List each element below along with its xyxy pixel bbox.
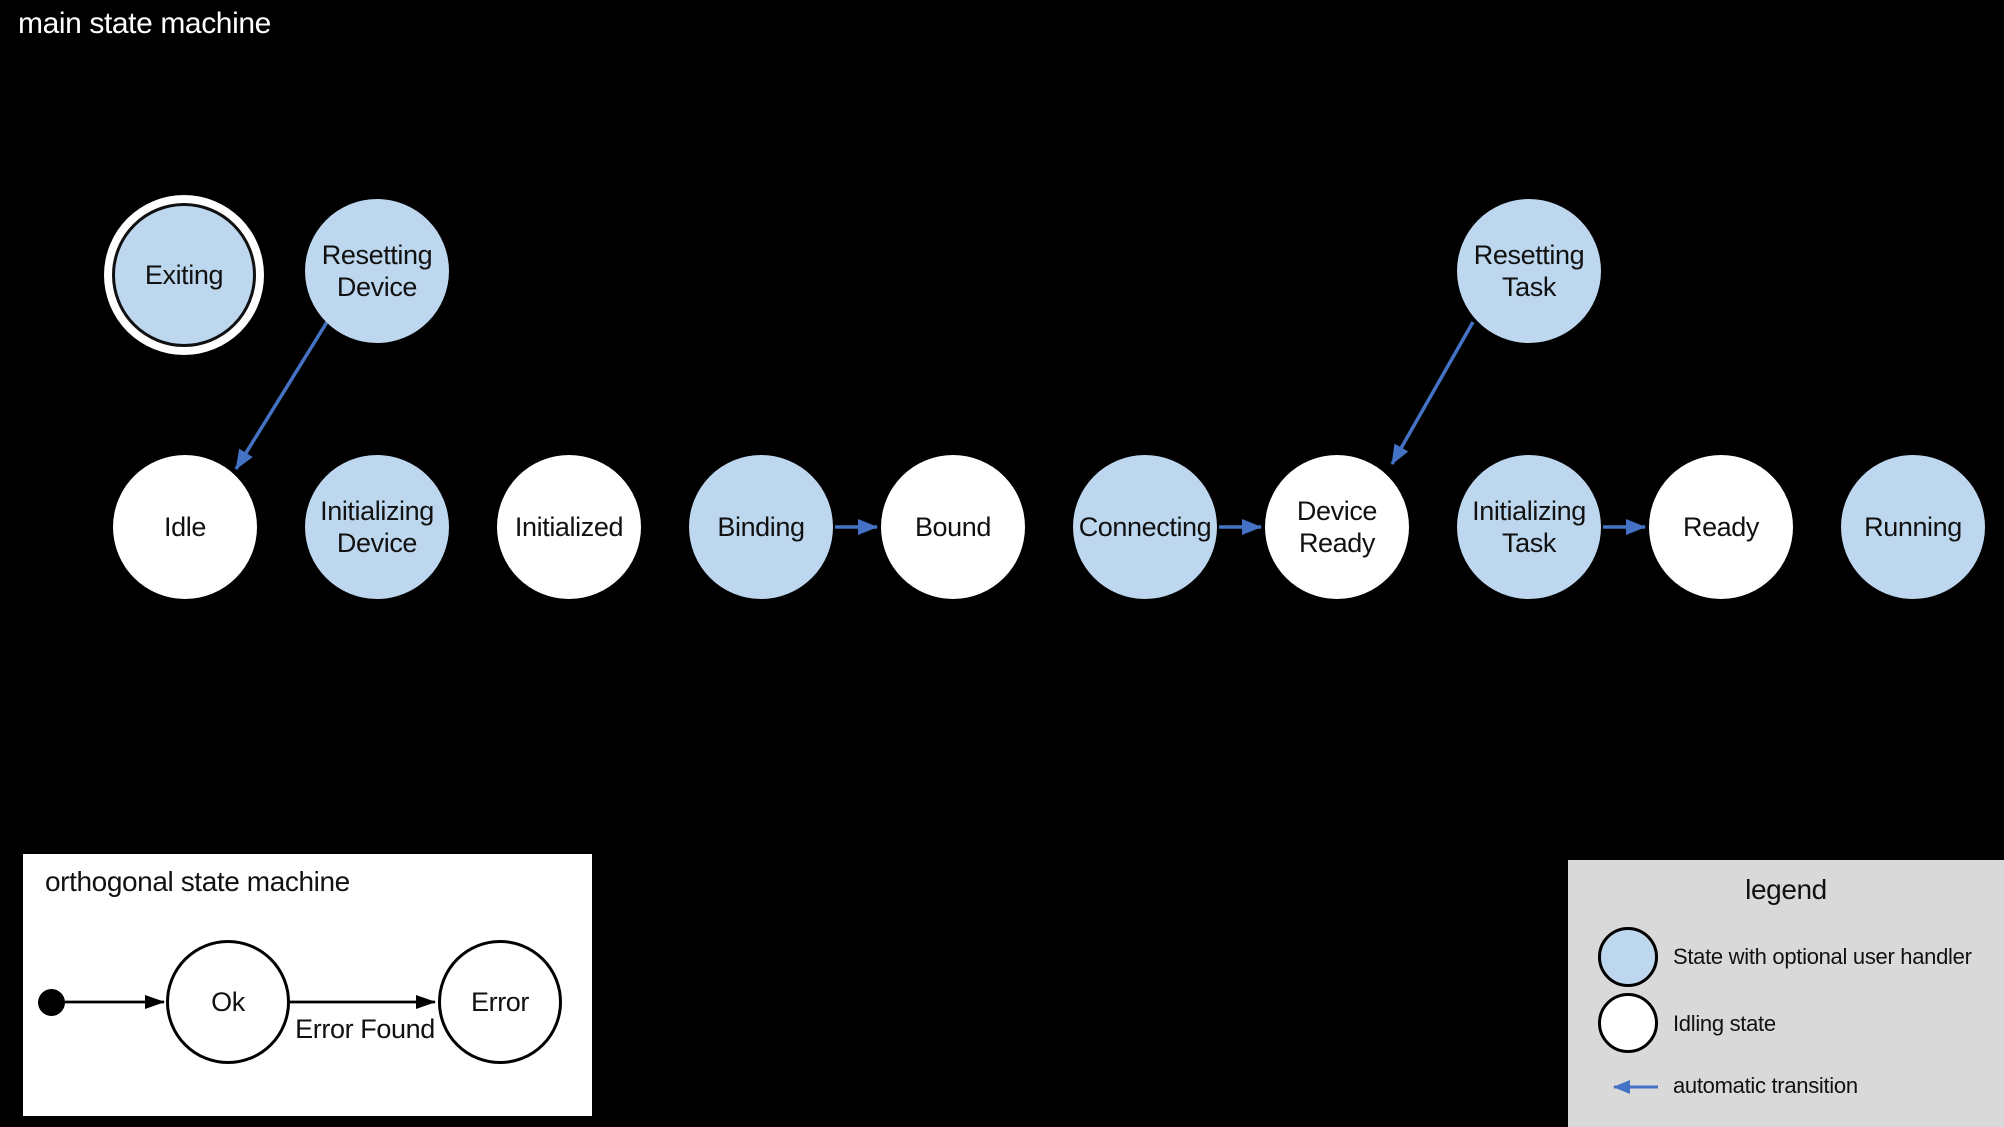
state-bound: Bound — [881, 455, 1025, 599]
legend-auto-transition-arrow-icon — [1613, 1080, 1658, 1094]
legend-idling-state-label: Idling state — [1673, 1011, 1776, 1036]
state-error: Error — [438, 940, 562, 1064]
state-resetting-device: Resetting Device — [305, 199, 449, 343]
legend-idling-state-swatch — [1598, 993, 1658, 1053]
main-title: main state machine — [18, 7, 271, 40]
state-initializing-task: Initializing Task — [1457, 455, 1601, 599]
state-idle: Idle — [113, 455, 257, 599]
arrow-resetting-device-to-idle — [234, 321, 329, 470]
state-binding: Binding — [689, 455, 833, 599]
state-initializing-device: Initializing Device — [305, 455, 449, 599]
state-resetting-task: Resetting Task — [1457, 199, 1601, 343]
legend-handler-state-label: State with optional user handler — [1673, 944, 1972, 969]
state-exiting-final-ring: Exiting — [104, 195, 264, 355]
legend-auto-transition-label: automatic transition — [1673, 1073, 1858, 1098]
legend-panel: legend State with optional user handler … — [1568, 860, 2004, 1127]
state-exiting: Exiting — [112, 203, 256, 347]
orthogonal-panel: orthogonal state machine Ok Error Error … — [20, 851, 595, 1119]
legend-title: legend — [1745, 874, 1827, 905]
state-device-ready: Device Ready — [1265, 455, 1409, 599]
state-running: Running — [1841, 455, 1985, 599]
transition-label-error-found: Error Found — [295, 1014, 435, 1044]
state-ready: Ready — [1649, 455, 1793, 599]
orthogonal-title: orthogonal state machine — [45, 866, 350, 897]
legend-handler-state-swatch — [1598, 927, 1658, 987]
state-ok: Ok — [166, 940, 290, 1064]
arrow-resetting-task-to-device-ready — [1390, 321, 1475, 465]
initial-state-dot — [38, 989, 65, 1016]
state-connecting: Connecting — [1073, 455, 1217, 599]
state-initialized: Initialized — [497, 455, 641, 599]
